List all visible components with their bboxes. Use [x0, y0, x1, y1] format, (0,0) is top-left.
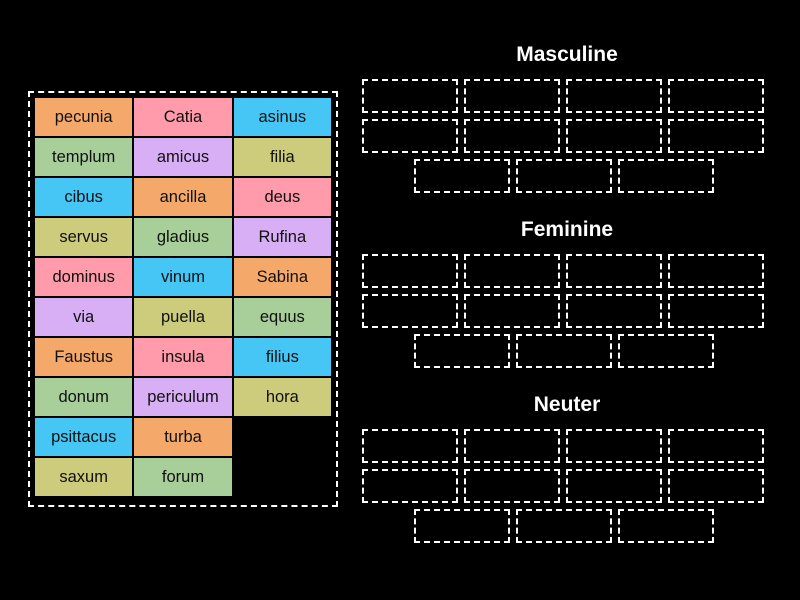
drop-slot-neuter[interactable] [566, 429, 662, 463]
word-tile[interactable]: ancilla [133, 177, 233, 217]
word-tile[interactable]: gladius [133, 217, 233, 257]
word-tile[interactable]: saxum [34, 457, 134, 497]
word-tile[interactable]: amicus [133, 137, 233, 177]
drop-slot-neuter[interactable] [362, 429, 458, 463]
word-tile[interactable]: Sabina [232, 257, 332, 297]
category-title-neuter: Neuter [533, 393, 601, 416]
word-tile[interactable]: dominus [34, 257, 134, 297]
word-tile[interactable]: insula [133, 337, 233, 377]
drop-slot-neuter[interactable] [566, 469, 662, 503]
drop-slot-masculine[interactable] [414, 159, 510, 193]
word-tile[interactable]: hora [232, 377, 332, 417]
drop-slot-row [362, 334, 772, 368]
drop-slot-feminine[interactable] [362, 254, 458, 288]
drop-slot-masculine[interactable] [566, 119, 662, 153]
word-tile[interactable]: vinum [133, 257, 233, 297]
drop-slot-feminine[interactable] [464, 254, 560, 288]
drop-slot-neuter[interactable] [464, 469, 560, 503]
drop-slot-neuter[interactable] [414, 509, 510, 543]
drop-slot-neuter[interactable] [362, 469, 458, 503]
drop-slot-row [362, 469, 772, 503]
drop-slot-neuter[interactable] [516, 509, 612, 543]
category-title-masculine: Masculine [516, 43, 618, 66]
drop-slot-neuter[interactable] [668, 429, 764, 463]
drop-slot-feminine[interactable] [464, 294, 560, 328]
word-tile[interactable]: cibus [34, 177, 134, 217]
word-tile[interactable]: Rufina [232, 217, 332, 257]
drop-slot-row [362, 294, 772, 328]
drop-slot-row [362, 119, 772, 153]
word-tile[interactable]: pecunia [34, 97, 134, 137]
drop-slot-row [362, 159, 772, 193]
word-tile[interactable]: templum [34, 137, 134, 177]
drop-slot-neuter[interactable] [668, 469, 764, 503]
drop-slot-feminine[interactable] [414, 334, 510, 368]
drop-slot-masculine[interactable] [362, 79, 458, 113]
word-tile[interactable]: forum [133, 457, 233, 497]
word-tile-placeholder [233, 457, 332, 497]
category-masculine: Masculine [362, 44, 772, 193]
word-tile[interactable]: asinus [232, 97, 332, 137]
drop-slot-feminine[interactable] [668, 294, 764, 328]
drop-slot-masculine[interactable] [668, 79, 764, 113]
drop-slot-feminine[interactable] [566, 294, 662, 328]
drop-slot-masculine[interactable] [464, 119, 560, 153]
word-tile[interactable]: puella [133, 297, 233, 337]
drop-slot-row [362, 79, 772, 113]
drop-slot-masculine[interactable] [618, 159, 714, 193]
word-tile[interactable]: via [34, 297, 134, 337]
drop-slot-row [362, 254, 772, 288]
word-tile[interactable]: Catia [133, 97, 233, 137]
word-tile[interactable]: psittacus [34, 417, 134, 457]
word-tile[interactable]: equus [232, 297, 332, 337]
drop-slot-row [362, 429, 772, 463]
drop-slot-feminine[interactable] [566, 254, 662, 288]
drop-slot-masculine[interactable] [566, 79, 662, 113]
word-tile-placeholder [233, 417, 332, 457]
category-feminine: Feminine [362, 219, 772, 368]
drop-slot-neuter[interactable] [464, 429, 560, 463]
drop-slot-feminine[interactable] [362, 294, 458, 328]
drop-slot-feminine[interactable] [618, 334, 714, 368]
word-tile[interactable]: servus [34, 217, 134, 257]
category-neuter: Neuter [362, 394, 772, 543]
word-tile[interactable]: filius [232, 337, 332, 377]
word-tile[interactable]: Faustus [34, 337, 134, 377]
word-tile[interactable]: turba [133, 417, 233, 457]
drop-slot-masculine[interactable] [668, 119, 764, 153]
word-tile[interactable]: deus [232, 177, 332, 217]
word-tile[interactable]: filia [232, 137, 332, 177]
drop-slot-feminine[interactable] [516, 334, 612, 368]
drop-slot-row [362, 509, 772, 543]
word-tile[interactable]: periculum [133, 377, 233, 417]
drop-slot-masculine[interactable] [516, 159, 612, 193]
drop-slots-neuter [362, 429, 772, 543]
word-tile[interactable]: donum [34, 377, 134, 417]
drop-slot-feminine[interactable] [668, 254, 764, 288]
drop-slots-masculine [362, 79, 772, 193]
drop-slot-neuter[interactable] [618, 509, 714, 543]
drop-slot-masculine[interactable] [362, 119, 458, 153]
drop-slots-feminine [362, 254, 772, 368]
drop-slot-masculine[interactable] [464, 79, 560, 113]
category-title-feminine: Feminine [520, 218, 614, 241]
